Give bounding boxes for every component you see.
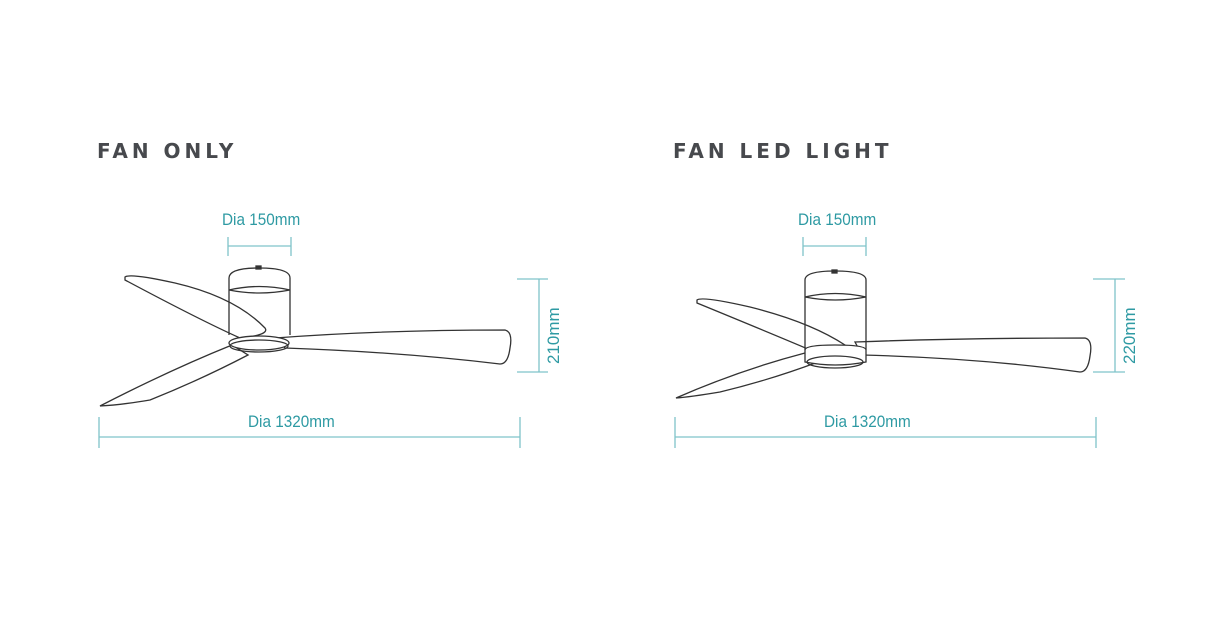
fan-led-light-blade-diameter-label: Dia 1320mm xyxy=(824,412,911,431)
fan-only-blade-diameter-label: Dia 1320mm xyxy=(248,412,335,431)
fan-led-light-height-label: 220mm xyxy=(1120,307,1139,364)
fan-only-height-label: 210mm xyxy=(544,307,563,364)
fan-only-canopy-diameter-label: Dia 150mm xyxy=(222,210,301,229)
fan-only-dimension-lines xyxy=(98,237,548,448)
fan-led-light-title: FAN LED LIGHT xyxy=(673,139,893,163)
fan-led-light-dimension-lines xyxy=(674,237,1125,448)
fan-only-drawing xyxy=(99,265,512,407)
fan-led-light-drawing xyxy=(675,269,1092,399)
fan-only-title: FAN ONLY xyxy=(97,139,238,163)
fan-led-light-canopy-diameter-label: Dia 150mm xyxy=(798,210,877,229)
